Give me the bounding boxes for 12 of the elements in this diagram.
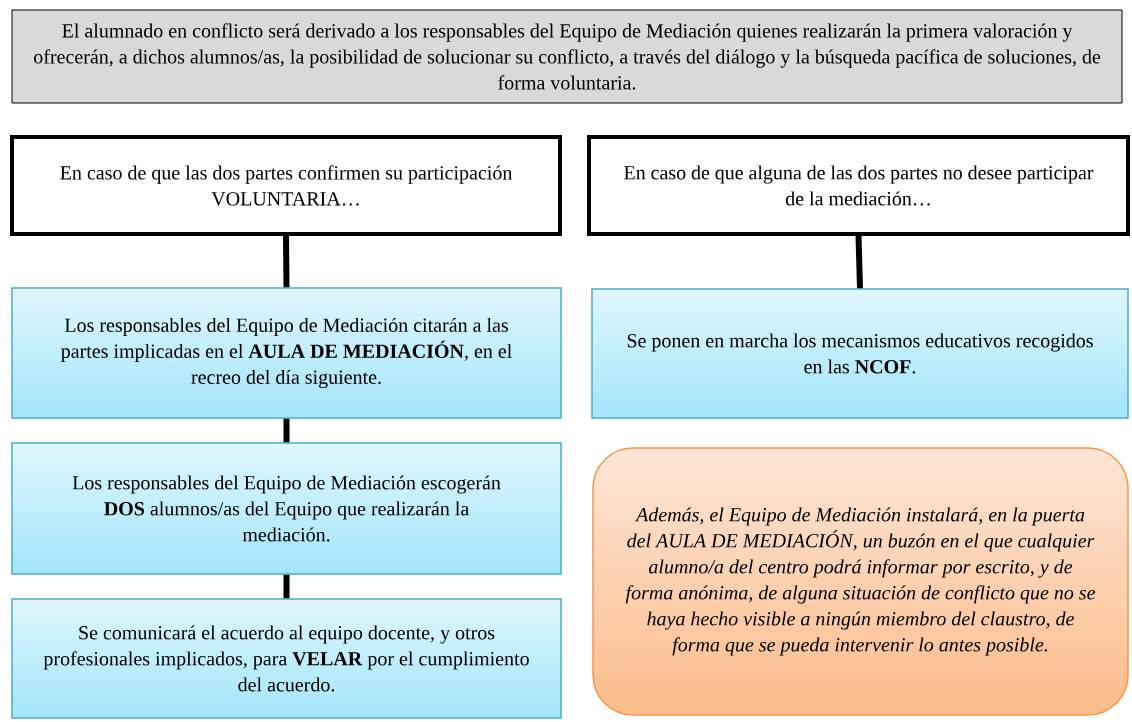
process-box: Los responsables del Equipo de Mediación escogerán DOS alumnos/as del Equipo que realizarán la mediación. bbox=[11, 442, 562, 575]
process-box: Se comunicará el acuerdo al equipo docente, y otros profesionales implicados, para VELAR por el cumplimiento del acuerdo. bbox=[11, 598, 562, 719]
process-box: En caso de que alguna de las dos partes no desee participar de la mediación… bbox=[587, 135, 1130, 236]
process-box: Los responsables del Equipo de Mediación citarán a las partes implicadas en el AULA DE MEDIACIÓN, en el recreo del día siguiente. bbox=[11, 287, 562, 419]
connector-line bbox=[283, 235, 290, 288]
connector-line bbox=[855, 235, 863, 289]
note-box: Además, el Equipo de Mediación instalará, en la puerta del AULA DE MEDIACIÓN, un buzón en el que cualquier alumno/a del centro podrá informar por escrito, y de forma anónima, de alguna situación de conflicto que no se haya hecho visible a ningún miembro del claustro, de forma que se pueda intervenir lo antes posible. bbox=[592, 447, 1129, 716]
text-box: El alumnado en conflicto será derivado a los responsables del Equipo de Mediación quienes realizarán la primera valoración y ofrecerán, a dichos alumnos/as, la posibilidad de solucionar su conflicto, a través del diálogo y la búsqueda pacífica de soluciones, de forma voluntaria. bbox=[11, 9, 1123, 104]
process-box: Se ponen en marcha los mecanismos educativos recogidos en las NCOF. bbox=[591, 288, 1129, 419]
process-box: En caso de que las dos partes confirmen su participación VOLUNTARIA… bbox=[10, 135, 562, 236]
connector-line bbox=[283, 418, 290, 443]
connector-line bbox=[283, 574, 290, 599]
